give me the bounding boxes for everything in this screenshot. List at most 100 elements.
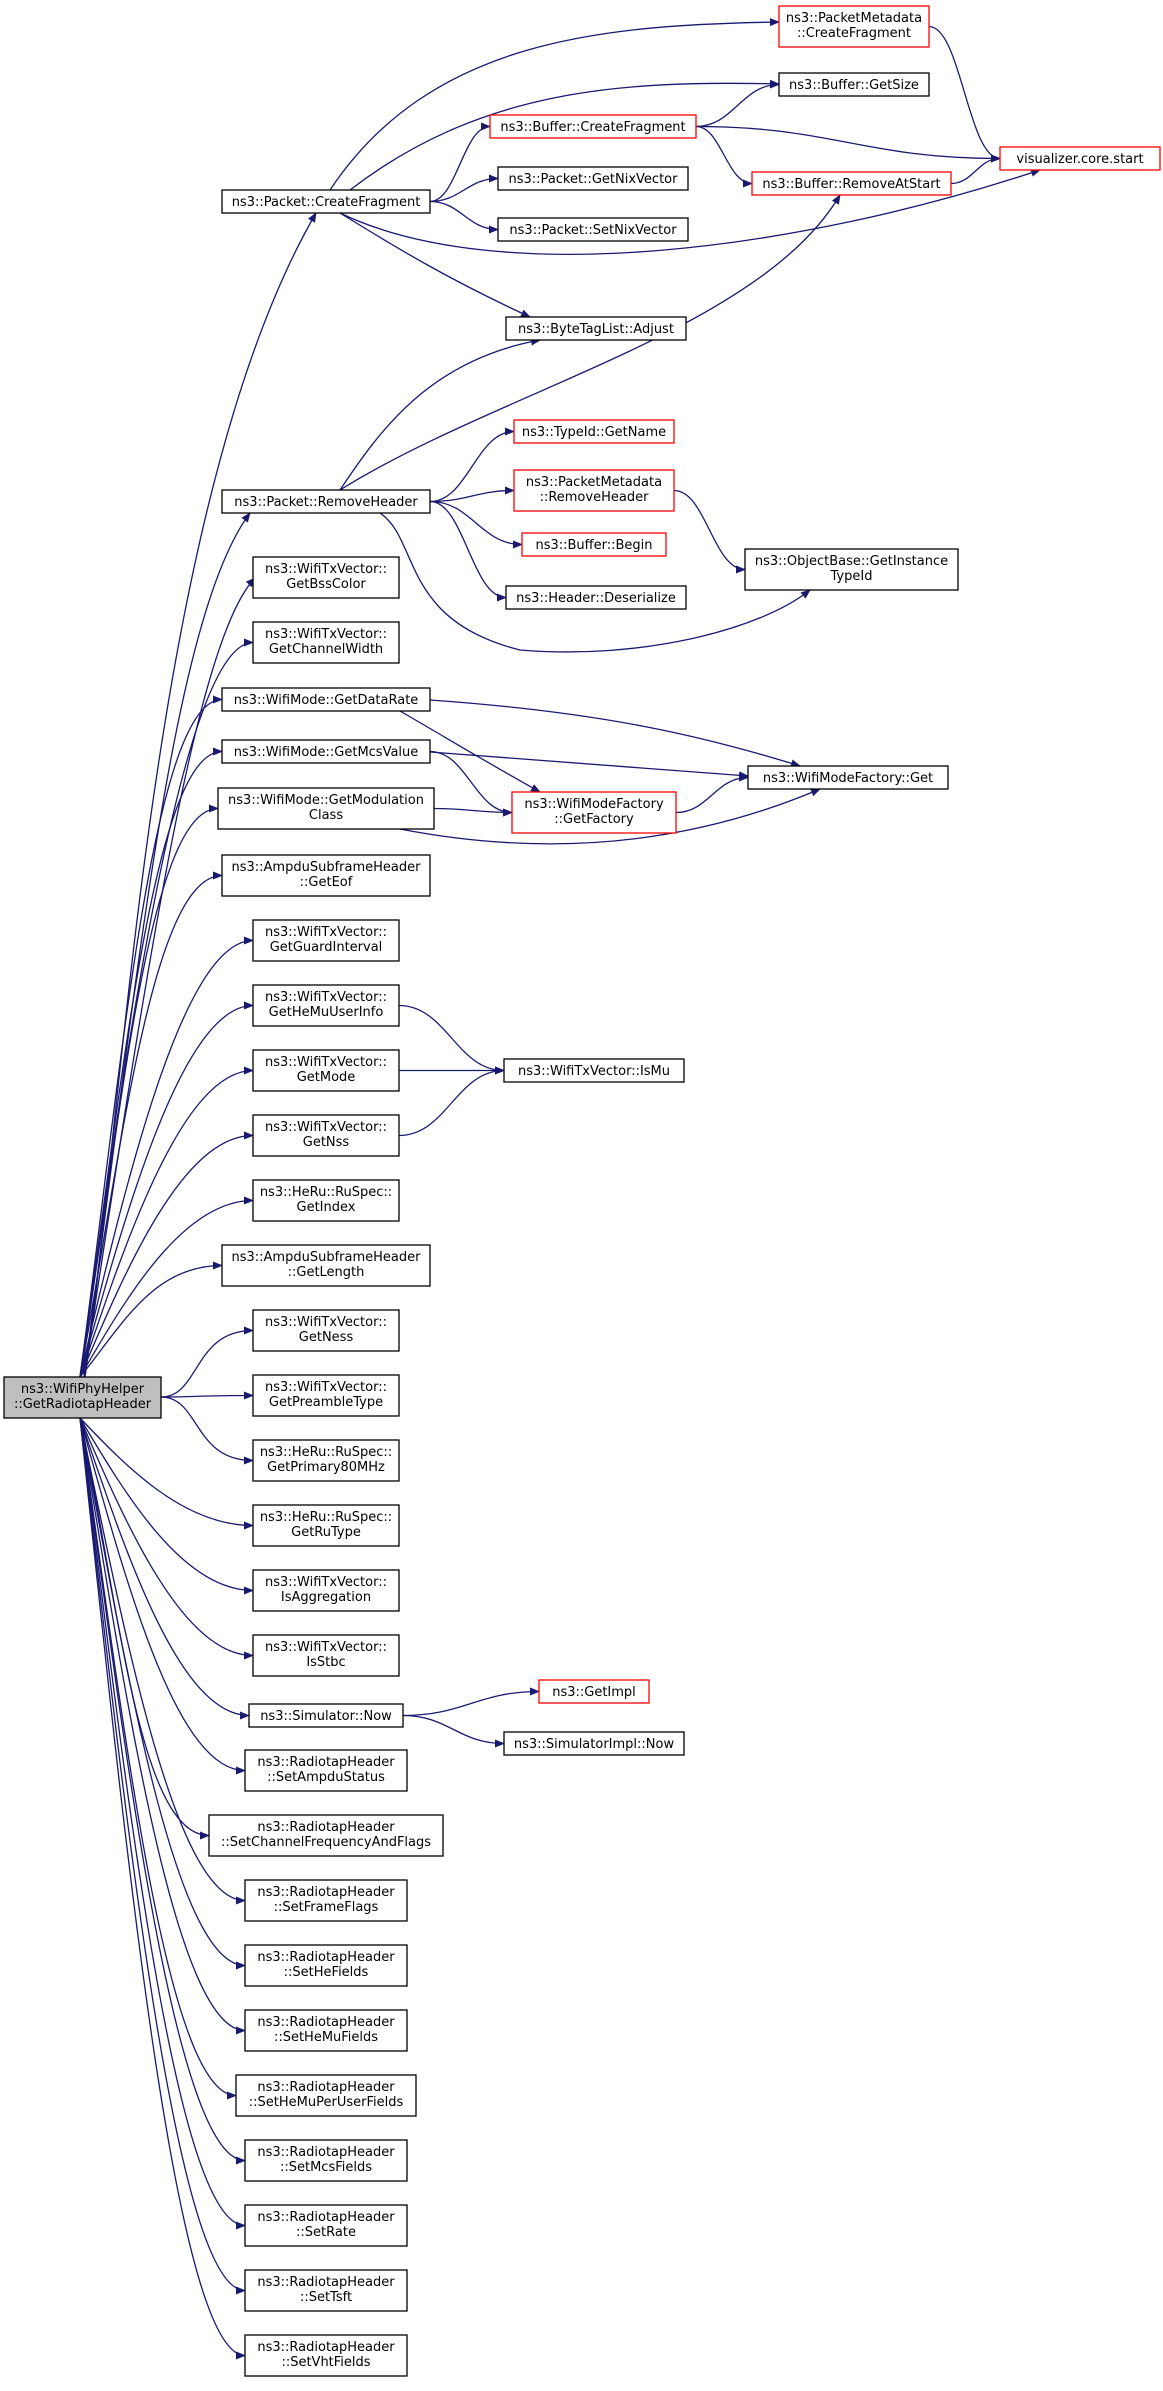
node-box — [244, 1749, 408, 1792]
node-chanwidth[interactable]: ns3::WifiTxVector::GetChannelWidth — [252, 621, 400, 664]
edge-root-to-primary80 — [160, 1396, 254, 1465]
node-label: ::SetHeMuFields — [274, 2030, 378, 2045]
node-buf_begin[interactable]: ns3::Buffer::Begin — [521, 532, 667, 557]
node-geteof[interactable]: ns3::AmpduSubframeHeader::GetEof — [221, 854, 431, 897]
node-buf_ras[interactable]: ns3::Buffer::RemoveAtStart — [751, 171, 952, 196]
edge-buf_ras-to-viz — [950, 154, 1001, 185]
node-pmeta_cf[interactable]: ns3::PacketMetadata::CreateFragment — [778, 5, 930, 48]
node-btl_adjust[interactable]: ns3::ByteTagList::Adjust — [505, 316, 687, 341]
node-hefields[interactable]: ns3::RadiotapHeader::SetHeFields — [244, 1944, 408, 1987]
edge-pkt_cf-to-getnix — [429, 174, 499, 203]
node-label: GetRuType — [291, 1525, 361, 1540]
node-box — [221, 189, 431, 214]
edge-root-to-hefields — [79, 1417, 246, 1970]
node-preamble[interactable]: ns3::WifiTxVector::GetPreambleType — [252, 1374, 400, 1417]
edges-layer — [79, 18, 1041, 2360]
node-frameflags[interactable]: ns3::RadiotapHeader::SetFrameFlags — [244, 1879, 408, 1922]
node-getimpl[interactable]: ns3::GetImpl — [538, 1679, 650, 1704]
edge-pkt_cf-to-pmeta_cf — [329, 18, 780, 191]
node-hemuper[interactable]: ns3::RadiotapHeader::SetHeMuPerUserField… — [235, 2074, 417, 2117]
node-datarate[interactable]: ns3::WifiMode::GetDataRate — [221, 687, 431, 712]
node-label: ns3::RadiotapHeader — [257, 1755, 395, 1770]
edge-pkt_rh-to-pmeta_rh — [429, 486, 515, 503]
edge-root-to-getlength — [79, 1261, 223, 1378]
edge-root-to-hemuuser — [79, 1001, 254, 1378]
node-label: ns3::Header::Deserialize — [516, 591, 676, 606]
node-label: ::GetEof — [300, 875, 353, 890]
edge-pmeta_rh-to-objbase — [673, 489, 746, 574]
node-vhtfields[interactable]: ns3::RadiotapHeader::SetVhtFields — [244, 2334, 408, 2377]
node-simimplnow[interactable]: ns3::SimulatorImpl::Now — [503, 1731, 685, 1756]
node-simnow[interactable]: ns3::Simulator::Now — [248, 1703, 404, 1728]
node-mcsfields[interactable]: ns3::RadiotapHeader::SetMcsFields — [244, 2139, 408, 2182]
node-setnix[interactable]: ns3::Packet::SetNixVector — [497, 217, 689, 242]
node-mcsvalue[interactable]: ns3::WifiMode::GetMcsValue — [221, 739, 431, 764]
edge-root-to-pkt_rh — [83, 512, 251, 1378]
node-hdr_deser[interactable]: ns3::Header::Deserialize — [505, 585, 687, 610]
node-chanfreq[interactable]: ns3::RadiotapHeader::SetChannelFrequency… — [208, 1814, 444, 1857]
node-label: ::RemoveHeader — [540, 490, 650, 505]
node-box — [244, 1879, 408, 1922]
node-settsft[interactable]: ns3::RadiotapHeader::SetTsft — [244, 2269, 408, 2312]
node-box — [252, 1049, 400, 1092]
node-ampdustatus[interactable]: ns3::RadiotapHeader::SetAmpduStatus — [244, 1749, 408, 1792]
node-isagg[interactable]: ns3::WifiTxVector::IsAggregation — [252, 1569, 400, 1612]
edge-pkt_cf-to-buf_cf — [429, 122, 491, 203]
node-pkt_rh[interactable]: ns3::Packet::RemoveHeader — [221, 489, 431, 514]
node-ismu[interactable]: ns3::WifiTxVector::IsMu — [503, 1058, 685, 1083]
node-box — [778, 72, 930, 97]
node-box — [252, 919, 400, 962]
node-hemufields[interactable]: ns3::RadiotapHeader::SetHeMuFields — [244, 2009, 408, 2052]
node-label: ns3::PacketMetadata — [786, 11, 922, 26]
node-getmode[interactable]: ns3::WifiTxVector::GetMode — [252, 1049, 400, 1092]
node-buf_getsize[interactable]: ns3::Buffer::GetSize — [778, 72, 930, 97]
node-label: ::SetHeMuPerUserFields — [249, 2095, 404, 2110]
edge-root-to-setrate — [79, 1417, 246, 2230]
node-getlength[interactable]: ns3::AmpduSubframeHeader::GetLength — [221, 1244, 431, 1287]
node-box — [221, 489, 431, 514]
node-label: ns3::Packet::CreateFragment — [232, 195, 421, 210]
node-box — [244, 2334, 408, 2377]
edge-pkt_cf-to-btl_adjust — [339, 212, 531, 318]
edge-root-to-ru_index — [79, 1196, 254, 1378]
node-rutype[interactable]: ns3::HeRu::RuSpec::GetRuType — [252, 1504, 400, 1547]
node-bsscolor[interactable]: ns3::WifiTxVector::GetBssColor — [252, 556, 400, 599]
node-box — [244, 2139, 408, 2182]
node-box — [252, 1114, 400, 1157]
edge-mcsvalue-to-wmf_gf — [429, 750, 513, 817]
node-box — [248, 1703, 404, 1728]
node-viz[interactable]: visualizer.core.start — [999, 146, 1161, 171]
edge-root-to-mcsfields — [79, 1417, 246, 2165]
node-label: visualizer.core.start — [1016, 152, 1143, 167]
node-box — [217, 787, 435, 830]
node-ru_index[interactable]: ns3::HeRu::RuSpec::GetIndex — [252, 1179, 400, 1222]
node-getnix[interactable]: ns3::Packet::GetNixVector — [497, 166, 689, 191]
edge-hemuuser-to-ismu — [398, 1004, 505, 1075]
node-label: ns3::Packet::SetNixVector — [509, 223, 677, 238]
node-label: ns3::WifiTxVector:: — [265, 990, 387, 1005]
node-hemuuser[interactable]: ns3::WifiTxVector::GetHeMuUserInfo — [252, 984, 400, 1027]
edge-buf_cf-to-buf_ras — [695, 125, 753, 188]
edge-pkt_rh-to-typeid_name — [429, 427, 515, 503]
node-label: ns3::WifiTxVector::IsMu — [518, 1064, 670, 1079]
node-buf_cf[interactable]: ns3::Buffer::CreateFragment — [489, 114, 697, 139]
node-box — [747, 765, 949, 790]
node-getnss[interactable]: ns3::WifiTxVector::GetNss — [252, 1114, 400, 1157]
node-box — [221, 687, 431, 712]
node-pkt_cf[interactable]: ns3::Packet::CreateFragment — [221, 189, 431, 214]
edge-root-to-preamble — [160, 1391, 254, 1400]
node-guardint[interactable]: ns3::WifiTxVector::GetGuardInterval — [252, 919, 400, 962]
node-setrate[interactable]: ns3::RadiotapHeader::SetRate — [244, 2204, 408, 2247]
node-pmeta_rh[interactable]: ns3::PacketMetadata::RemoveHeader — [513, 469, 675, 512]
node-primary80[interactable]: ns3::HeRu::RuSpec::GetPrimary80MHz — [252, 1439, 400, 1482]
node-wmf_gf[interactable]: ns3::WifiModeFactory::GetFactory — [511, 791, 677, 834]
node-box — [489, 114, 697, 139]
node-label: ::GetFactory — [554, 812, 634, 827]
node-getness[interactable]: ns3::WifiTxVector::GetNess — [252, 1309, 400, 1352]
edge-getnss-to-ismu — [398, 1066, 505, 1137]
node-typeid_name[interactable]: ns3::TypeId::GetName — [513, 419, 675, 444]
node-isstbc[interactable]: ns3::WifiTxVector::IsStbc — [252, 1634, 400, 1677]
node-wmf_get[interactable]: ns3::WifiModeFactory::Get — [747, 765, 949, 790]
